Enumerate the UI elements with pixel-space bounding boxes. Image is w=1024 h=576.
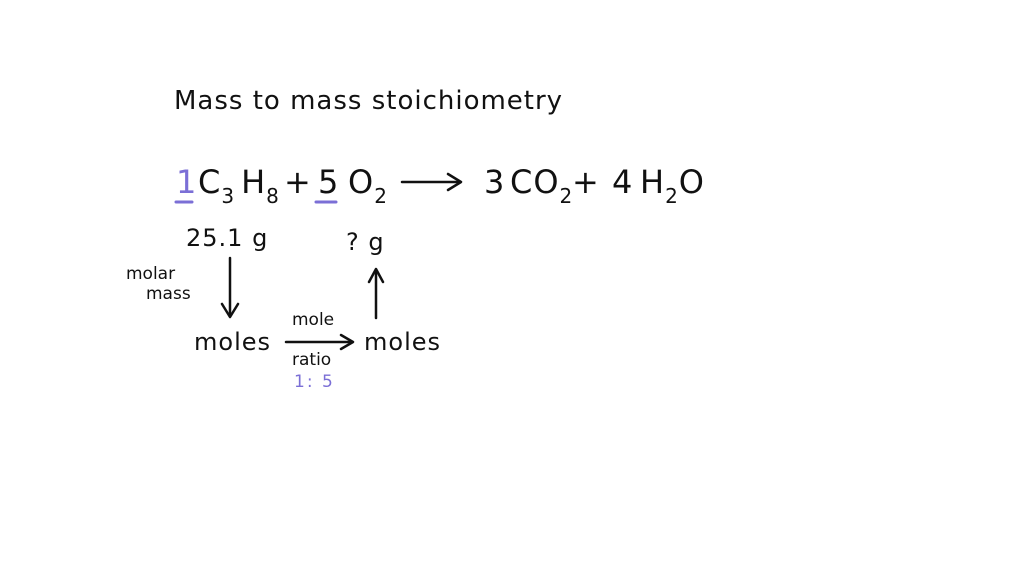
coefficient-oxygen: 5 [318, 163, 340, 201]
oxygen-symbol: O [348, 163, 375, 201]
plus-sign-2: + [572, 163, 600, 201]
co2-formula: CO2 [510, 163, 573, 206]
right-arrow-icon [284, 333, 355, 351]
water-formula: H2O [640, 163, 705, 206]
given-mass: 25.1 g [186, 224, 269, 252]
molar-mass-label-line2: mass [146, 284, 191, 304]
hydrogen-symbol: H [241, 163, 267, 201]
page-title: Mass to mass stoichiometry [174, 86, 564, 116]
coefficient-water: 4 [612, 163, 634, 201]
molar-mass-label-line1: molar [126, 264, 176, 284]
mole-ratio-label-line2: ratio [292, 350, 332, 370]
carbon-symbol: C [198, 163, 222, 201]
up-arrow-icon [367, 267, 385, 320]
ratio-value: 1: 5 [294, 372, 335, 392]
oxygen-formula: O2 [348, 163, 388, 206]
plus-sign-1: + [284, 163, 312, 201]
reaction-arrow-icon [400, 172, 463, 192]
mole-ratio-label-line1: mole [292, 310, 335, 330]
moles-right: moles [364, 328, 441, 356]
coefficient-co2: 3 [484, 163, 506, 201]
water-o-symbol: O [678, 163, 705, 201]
unknown-mass: ? g [346, 228, 385, 256]
moles-left: moles [194, 328, 271, 356]
water-h-symbol: H [640, 163, 666, 201]
carbon-subscript: 3 [221, 184, 236, 208]
hydrogen-subscript: 8 [266, 184, 280, 208]
down-arrow-icon [220, 256, 240, 319]
coefficient-propane: 1 [176, 163, 198, 201]
co-symbol: CO [510, 163, 560, 201]
water-subscript: 2 [665, 184, 679, 208]
oxygen-subscript: 2 [374, 184, 388, 208]
co2-subscript: 2 [559, 184, 574, 208]
